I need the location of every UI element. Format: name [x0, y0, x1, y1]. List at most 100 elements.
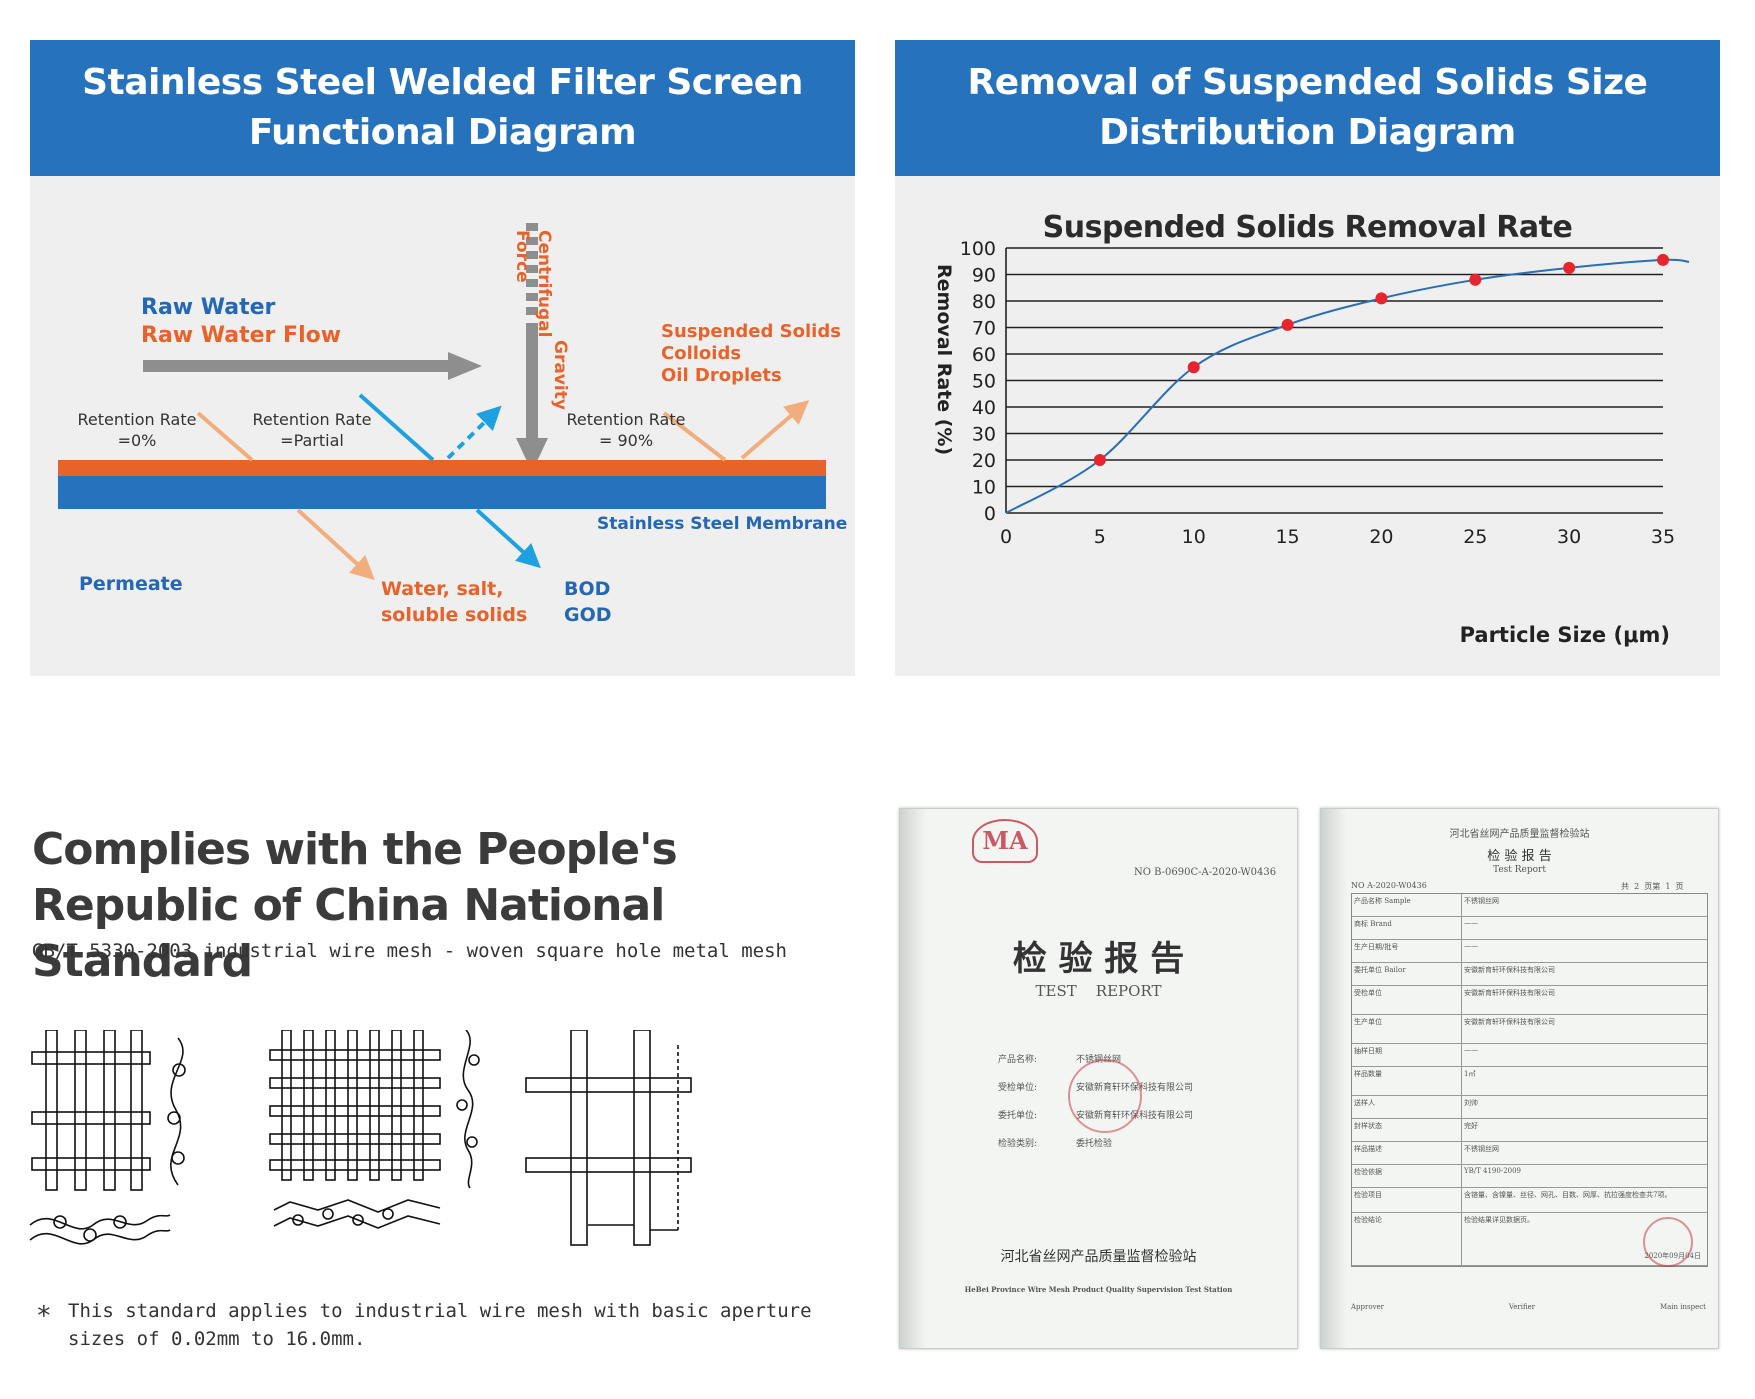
table-row: 封样状态完好 — [1352, 1119, 1707, 1142]
row-label: 样品描述 — [1352, 1142, 1462, 1164]
y-tick-label: 60 — [972, 344, 996, 366]
data-point — [1281, 318, 1294, 331]
membrane-blue-layer — [58, 476, 826, 509]
standard-subtitle: GB/T 5330-2003 industrial wire mesh - wo… — [32, 940, 787, 962]
gravity-label: Gravity — [550, 340, 570, 410]
row-label: 样品数量 — [1352, 1067, 1462, 1095]
table-row: 生产日期/批号—— — [1352, 940, 1707, 963]
y-tick-label: 80 — [972, 291, 996, 313]
y-tick-label: 90 — [972, 265, 996, 287]
page-title-cn: 检 验 报 告 — [1487, 849, 1552, 864]
wire-mesh-sketches — [29, 1030, 692, 1246]
page-red-stamp — [1643, 1217, 1693, 1267]
approver-label: Approver — [1351, 1303, 1385, 1311]
cover-field-label: 委托单位: — [998, 1111, 1038, 1121]
row-value: 安徽新育轩环保科技有限公司 — [1464, 989, 1555, 997]
row-label: 检验依据 — [1352, 1165, 1462, 1187]
functional-diagram-header: Stainless Steel Welded Filter Screen Fun… — [30, 40, 855, 176]
membrane-label: Stainless Steel Membrane — [597, 514, 848, 534]
table-row: 样品描述不锈钢丝网 — [1352, 1142, 1707, 1165]
cyan-incoming-line — [358, 393, 435, 462]
cover-field-label: 受检单位: — [998, 1083, 1038, 1093]
standard-title: Complies with the People's Republic of C… — [32, 824, 678, 987]
signature-row: Approver Verifier Main inspect — [1351, 1303, 1706, 1311]
cover-field-row: 检验类别:委托检验 — [998, 1136, 1258, 1164]
row-label: 委托单位 Bailor — [1352, 963, 1462, 985]
table-row: 检验结论检验结果详见数据页。 2020年09月04日 — [1352, 1213, 1707, 1267]
page-report-number: NO A-2020-W0436 — [1351, 881, 1427, 890]
chart-xlabel: Particle Size (μm) — [1459, 623, 1670, 647]
cover-field-label: 检验类别: — [998, 1139, 1038, 1149]
row-value: —— — [1464, 942, 1478, 950]
row-label: 抽样日期 — [1352, 1044, 1462, 1066]
partial-retention-arrow — [296, 508, 375, 581]
x-tick-label: 5 — [1094, 526, 1106, 548]
cover-report-number: NO B-0690C-A-2020-W0436 — [1134, 867, 1277, 878]
centrifugal-force-arrow — [526, 223, 538, 315]
distribution-diagram-title: Removal of Suspended Solids Size Distrib… — [967, 62, 1648, 153]
y-tick-label: 0 — [984, 503, 996, 525]
table-row: 受检单位安徽新育轩环保科技有限公司 — [1352, 986, 1707, 1015]
row-value: 刘帅 — [1464, 1099, 1478, 1107]
x-tick-label: 20 — [1369, 526, 1393, 548]
y-tick-label: 50 — [972, 371, 996, 393]
y-tick-label: 40 — [972, 397, 996, 419]
removal-rate-line — [1005, 258, 1690, 514]
water-salt-label: Water, salt, soluble solids — [381, 578, 528, 626]
table-row: 送样人刘帅 — [1352, 1096, 1707, 1119]
table-row: 抽样日期—— — [1352, 1044, 1707, 1067]
x-tick-label: 10 — [1182, 526, 1206, 548]
permeate-label: Permeate — [79, 573, 183, 595]
cyan-through-arrow — [475, 508, 541, 569]
membrane-orange-layer — [58, 460, 826, 476]
chart-title: Suspended Solids Removal Rate — [1042, 210, 1573, 245]
row-value: YB/T 4190-2009 — [1464, 1167, 1522, 1175]
retention-90-label: Retention Rate = 90% — [566, 410, 686, 450]
raw-water-label: Raw Water — [141, 295, 276, 320]
cover-station-cn: 河北省丝网产品质量监督检验站 — [1000, 1249, 1197, 1265]
y-tick-label: 10 — [972, 477, 996, 499]
gravity-arrow — [516, 323, 548, 472]
row-label: 产品名称 Sample — [1352, 894, 1462, 916]
functional-diagram-panel: Stainless Steel Welded Filter Screen Fun… — [30, 40, 855, 676]
note-text: This standard applies to industrial wire… — [68, 1300, 812, 1350]
data-point — [1375, 292, 1388, 305]
y-tick-label: 20 — [972, 450, 996, 472]
row-label: 封样状态 — [1352, 1119, 1462, 1141]
retention-partial-label: Retention Rate =Partial — [252, 410, 372, 450]
page-header-cn: 河北省丝网产品质量监督检验站 — [1449, 829, 1590, 840]
retention-90-reflect-arrow — [740, 400, 810, 460]
table-row: 商标 Brand—— — [1352, 917, 1707, 940]
y-tick-label: 70 — [972, 318, 996, 340]
distribution-diagram-header: Removal of Suspended Solids Size Distrib… — [895, 40, 1720, 176]
mesh-sketch-dense-weave — [269, 1030, 480, 1229]
functional-diagram — [58, 223, 826, 581]
row-value: 检验结果详见数据页。 — [1464, 1216, 1534, 1224]
x-tick-label: 25 — [1463, 526, 1487, 548]
row-value: 1㎡ — [1464, 1070, 1476, 1078]
row-label: 生产日期/批号 — [1352, 940, 1462, 962]
cyan-dashed-reflect-arrow — [446, 405, 502, 460]
cover-title-en: TEST REPORT — [1035, 982, 1162, 1000]
row-value: 不锈钢丝网 — [1464, 1145, 1499, 1153]
cover-red-stamp — [1068, 1059, 1142, 1133]
distribution-diagram-panel: Removal of Suspended Solids Size Distrib… — [895, 40, 1720, 676]
verifier-label: Verifier — [1508, 1303, 1536, 1311]
row-value: 安徽新育轩环保科技有限公司 — [1464, 1018, 1555, 1026]
raw-water-flow-label: Raw Water Flow — [141, 323, 342, 348]
page-title-en: Test Report — [1493, 865, 1546, 875]
retention-zero-line — [196, 411, 254, 462]
row-label: 受检单位 — [1352, 986, 1462, 1014]
centrifugal-force-label: Centrifugal Force — [512, 230, 554, 338]
bod-god-label: BOD GOD — [564, 578, 612, 626]
y-tick-label: 100 — [960, 238, 996, 260]
x-tick-label: 15 — [1275, 526, 1299, 548]
mesh-sketch-large-opening — [525, 1030, 692, 1246]
row-label: 检验结论 — [1352, 1213, 1462, 1265]
row-value: 不锈钢丝网 — [1464, 897, 1499, 905]
